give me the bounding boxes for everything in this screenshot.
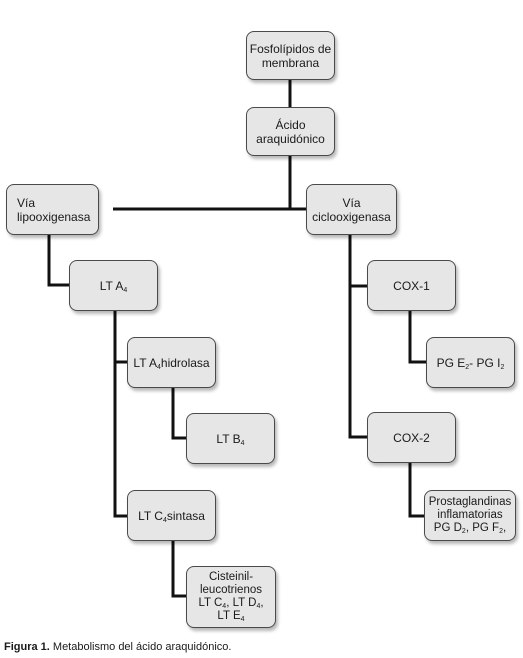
- ltc4-sintasa-text2: sintasa: [166, 508, 205, 523]
- cox2-node: COX-2: [367, 412, 456, 463]
- lta4-hidrolasa-sub: 4: [156, 363, 161, 371]
- prostaglandinas-comma: ,: [502, 522, 507, 534]
- lta4-node: LT A4: [69, 260, 158, 311]
- caption-label: Figura 1.: [4, 641, 50, 653]
- prostaglandinas-pgf2: , PG F: [465, 522, 500, 534]
- pge2-sub: 2: [465, 363, 470, 371]
- cisteinil-ltc4-sub: 4: [222, 603, 227, 610]
- cox2-text: COX-2: [393, 430, 430, 445]
- via-ciclo-line2: ciclooxigenasa: [312, 209, 391, 224]
- lta4-text: LT A: [99, 278, 124, 293]
- prostaglandinas-line2: inflamatorias: [437, 509, 503, 521]
- lta4-hidrolasa-node: LT A4hidrolasa: [127, 337, 216, 388]
- cisteinil-line1: Cisteinil-: [208, 571, 254, 583]
- ltc4-sintasa-text: LT C: [138, 508, 163, 523]
- via-ciclo-line1: Vía: [342, 195, 361, 210]
- cisteinil-ltc4: LT C: [198, 597, 223, 609]
- ltb4-text: LT B: [216, 431, 241, 446]
- prostaglandinas-pgd2: PG D: [433, 522, 462, 534]
- figure-caption: Figura 1. Metabolismo del ácido araquidó…: [4, 641, 231, 653]
- cisteinil-ltd4: , LT D: [226, 597, 257, 609]
- prostaglandinas-pgd2-sub: 2: [461, 528, 466, 535]
- cisteinil-lte4-sub: 4: [240, 616, 245, 623]
- cisteinil-comma: ,: [260, 597, 264, 609]
- ltc4-sintasa-node: LT C4sintasa: [127, 490, 216, 541]
- ltb4-node: LT B4: [186, 413, 275, 464]
- pge2-text: PG E: [436, 355, 466, 370]
- cisteinil-lte4: LT E: [217, 610, 241, 622]
- cisteinil-leucotrienos-node: Cisteinil- leucotrienos LT C4, LT D4, LT…: [186, 566, 276, 628]
- acido-line2: araquidónico: [256, 131, 325, 146]
- lta4-hidrolasa-text2: hidrolasa: [160, 355, 210, 370]
- ltb4-sub: 4: [240, 439, 245, 447]
- prostaglandinas-inflamatorias-node: Prostaglandinas inflamatorias PG D2, PG …: [424, 490, 516, 541]
- cisteinil-line2: leucotrienos: [199, 584, 262, 596]
- fosfolipidos-line2: membrana: [261, 55, 320, 70]
- pgi2-sub: 2: [500, 363, 505, 371]
- prostaglandinas-pgf2-sub: 2: [499, 528, 503, 535]
- ltc4-sintasa-sub: 4: [162, 516, 167, 524]
- cisteinil-ltd4-sub: 4: [256, 603, 261, 610]
- lta4-sub: 4: [123, 286, 128, 294]
- cox1-text: COX-1: [393, 278, 430, 293]
- via-lipo-line1: Vía: [17, 195, 36, 210]
- pgi2-text: - PG I: [469, 355, 501, 370]
- cox1-node: COX-1: [367, 260, 456, 311]
- lta4-hidrolasa-text: LT A: [133, 355, 157, 370]
- pge2-pgi2-node: PG E2- PG I2: [426, 337, 515, 388]
- fosfolipidos-line1: Fosfolípidos de: [249, 41, 332, 56]
- via-lipo-line2: lipooxigenasa: [17, 209, 91, 224]
- caption-text: Metabolismo del ácido araquidónico.: [49, 641, 232, 653]
- acido-line1: Ácido: [275, 117, 306, 132]
- prostaglandinas-line1: Prostaglandinas: [428, 496, 512, 508]
